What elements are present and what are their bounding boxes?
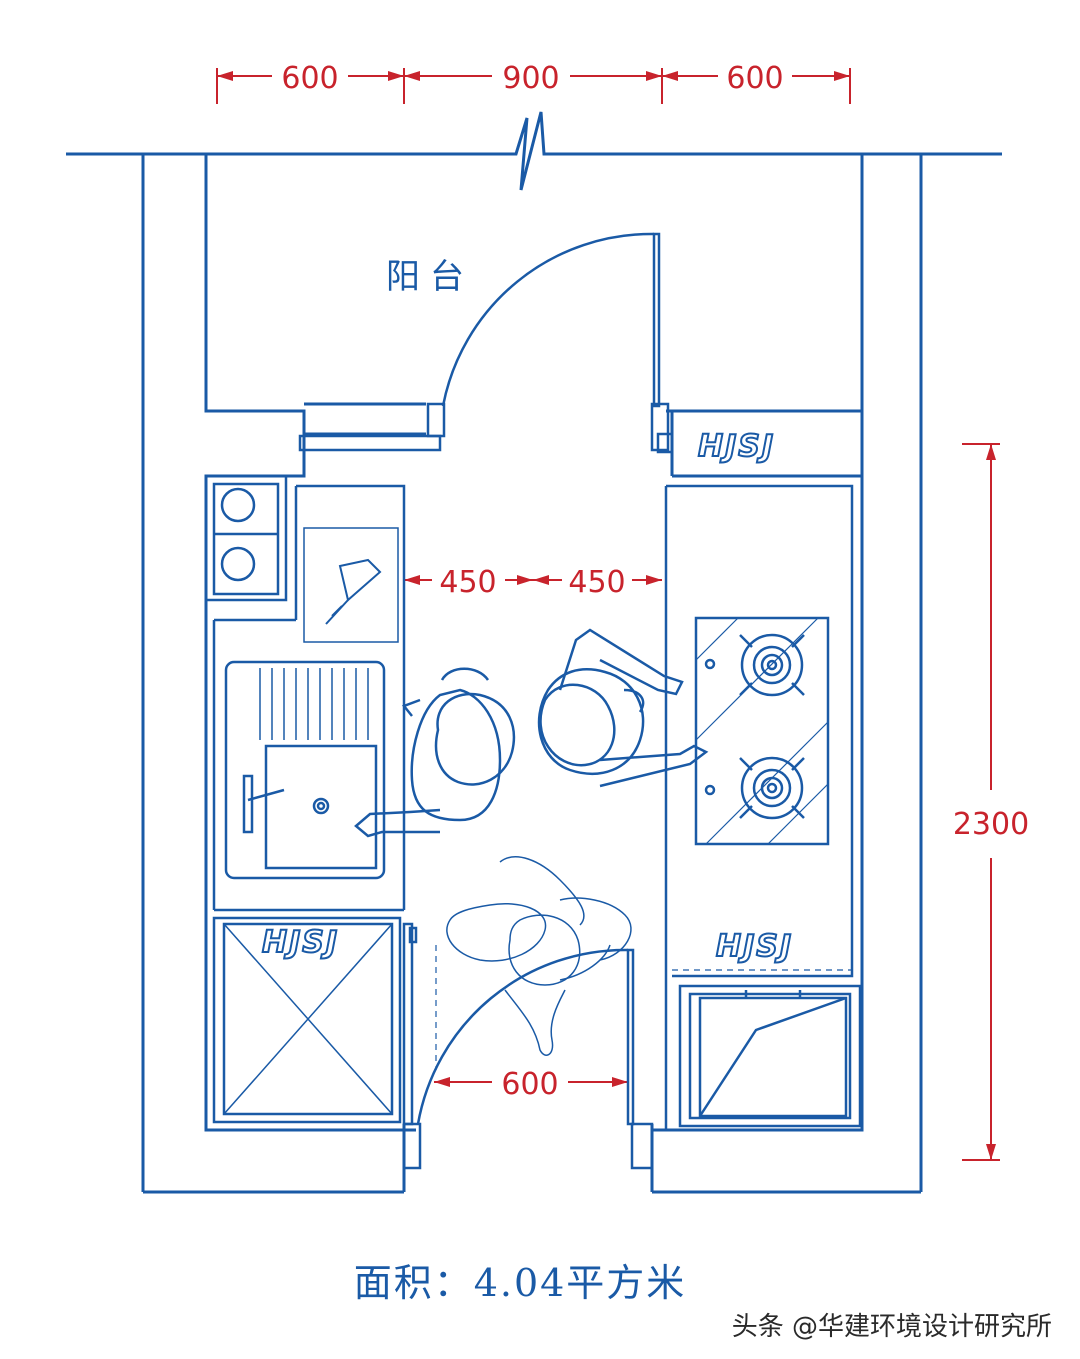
- stove-glass-hatch: [695, 617, 829, 845]
- faucet-icon: [242, 774, 285, 834]
- person-right-icon: [537, 628, 709, 788]
- person-left-icon: [354, 667, 516, 838]
- dim-inner-right: 450: [568, 565, 625, 600]
- logo-marks: HJSJ HJSJ HJSJ: [261, 428, 793, 965]
- dim-right-height: 2300: [953, 807, 1029, 842]
- room-label-balcony: 阳台: [386, 257, 474, 297]
- logo-top-right: HJSJ: [698, 429, 775, 464]
- dim-top-right: 600: [726, 61, 783, 96]
- burner-bottom-icon: [739, 756, 805, 820]
- dim-bottom-door: 600: [501, 1067, 558, 1102]
- logo-fridge: HJSJ: [262, 925, 339, 960]
- cleaver-icon: [325, 558, 382, 625]
- burner-top-icon: [739, 633, 805, 697]
- refrigerator: [212, 916, 418, 1126]
- area-label: 面积：4.04平方米: [354, 1261, 687, 1305]
- watermark: 头条 @华建环境设计研究所: [732, 1312, 1052, 1342]
- kitchen-door: [402, 945, 654, 1170]
- dim-inner-left: 450: [439, 565, 496, 600]
- walls: [66, 111, 1002, 1194]
- left-counter: [204, 474, 406, 912]
- right-counter: [664, 484, 854, 1130]
- right-bottom-cabinet: [678, 984, 862, 1128]
- dimension-arrows: [217, 71, 996, 1160]
- dim-top-left: 600: [281, 61, 338, 96]
- balcony-door: [298, 232, 674, 454]
- logo-right-counter: HJSJ: [716, 929, 793, 964]
- person-walking-icon: [446, 856, 632, 1056]
- dim-top-middle: 900: [502, 61, 559, 96]
